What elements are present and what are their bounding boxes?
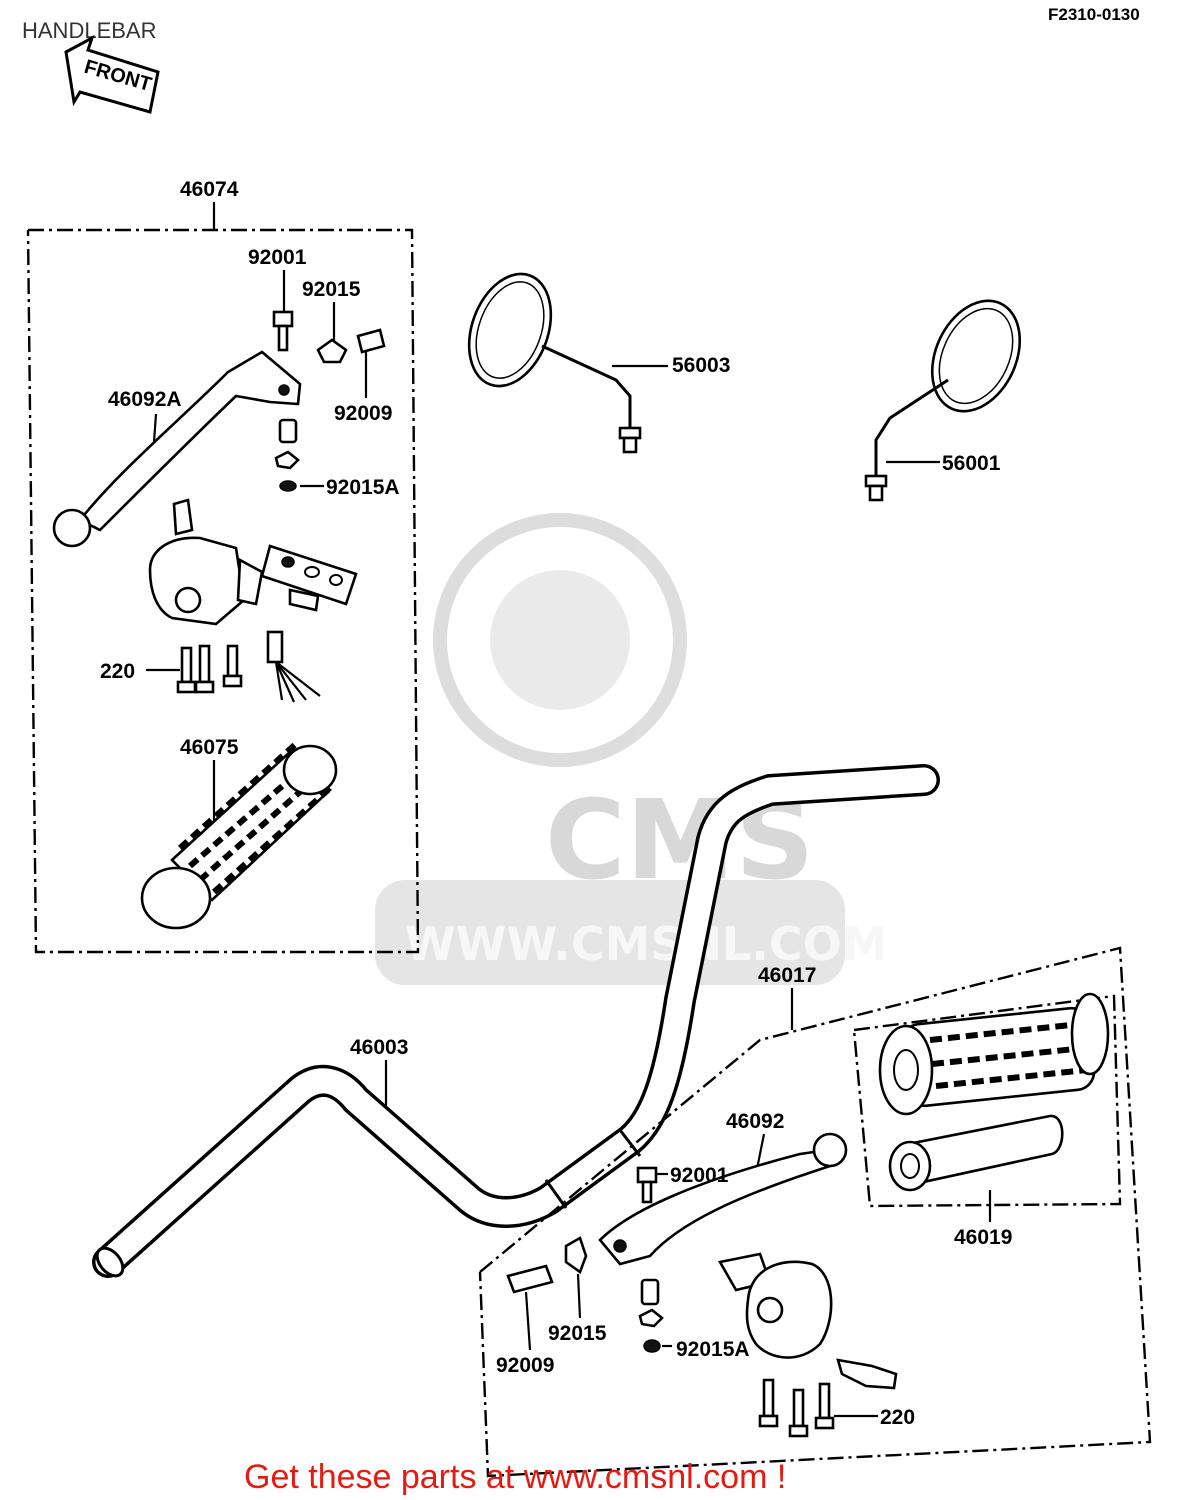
- label-92015A-right: 92015A: [676, 1338, 750, 1361]
- label-56003: 56003: [672, 354, 730, 377]
- label-46092A: 46092A: [108, 388, 182, 411]
- bolt-92001-left: [272, 310, 294, 352]
- grip-right-rubber: [878, 992, 1110, 1116]
- label-92015-right: 92015: [548, 1322, 607, 1345]
- label-92009-right: 92009: [496, 1354, 554, 1377]
- clutch-lever-46092A: [52, 350, 302, 548]
- label-92001-right: 92001: [670, 1164, 729, 1187]
- label-46003: 46003: [350, 1036, 408, 1059]
- mirror-56001: [864, 299, 1022, 502]
- label-92015-left: 92015: [302, 278, 361, 301]
- label-46074: 46074: [180, 178, 239, 201]
- nut-92015-right: [564, 1236, 588, 1275]
- kit-box-46017: [478, 946, 1152, 1478]
- label-46075: 46075: [180, 736, 239, 759]
- footer-link[interactable]: Get these parts at www.cmsnl.com !: [244, 1458, 786, 1496]
- wire-harness-left: [266, 630, 321, 703]
- watermark: CMS WWW.CMSNL.COM: [375, 513, 888, 985]
- nut-small-right: [638, 1308, 664, 1328]
- label-46017: 46017: [758, 964, 816, 987]
- watermark-mascot-icon: [433, 513, 687, 767]
- bolt-92001-right: [636, 1166, 658, 1204]
- throttle-tube: [888, 1114, 1064, 1192]
- diagram-code: F2310-0130: [1048, 5, 1140, 24]
- label-46019: 46019: [954, 1226, 1012, 1249]
- screw-92009-right: [506, 1264, 554, 1294]
- switch-housing-left: [148, 498, 264, 626]
- label-56001: 56001: [942, 452, 1001, 475]
- switch-housing-right: [717, 1252, 898, 1390]
- label-46092: 46092: [726, 1110, 784, 1133]
- label-92001-left: 92001: [248, 246, 307, 269]
- handlebar-46003: [92, 764, 940, 1278]
- mirror-56003: [467, 272, 642, 454]
- screws-220-left: [176, 644, 243, 694]
- watermark-face-icon: [490, 570, 630, 710]
- brake-lever-46092: [598, 1132, 848, 1266]
- nut-92015-left: [316, 338, 348, 364]
- kit-box-46074: [26, 228, 420, 954]
- nut-small-left: [274, 450, 300, 470]
- screws-220-right: [758, 1378, 835, 1438]
- nut-92015A-left: [279, 480, 297, 492]
- watermark-url: WWW.CMSNL.COM: [405, 917, 888, 971]
- nut-92015A-right: [643, 1339, 661, 1353]
- switch-panel-left: [260, 544, 358, 612]
- label-220-left: 220: [100, 660, 135, 683]
- label-92015A-left: 92015A: [326, 476, 400, 499]
- grip-box-46019: [852, 994, 1122, 1208]
- front-arrow-icon: FRONT: [64, 34, 160, 114]
- screw-92009-left: [356, 328, 386, 354]
- collar-left: [278, 418, 298, 444]
- label-220-right: 220: [880, 1406, 915, 1429]
- label-92009-left: 92009: [334, 402, 392, 425]
- collar-right: [640, 1278, 660, 1306]
- grip-46075: [140, 739, 338, 930]
